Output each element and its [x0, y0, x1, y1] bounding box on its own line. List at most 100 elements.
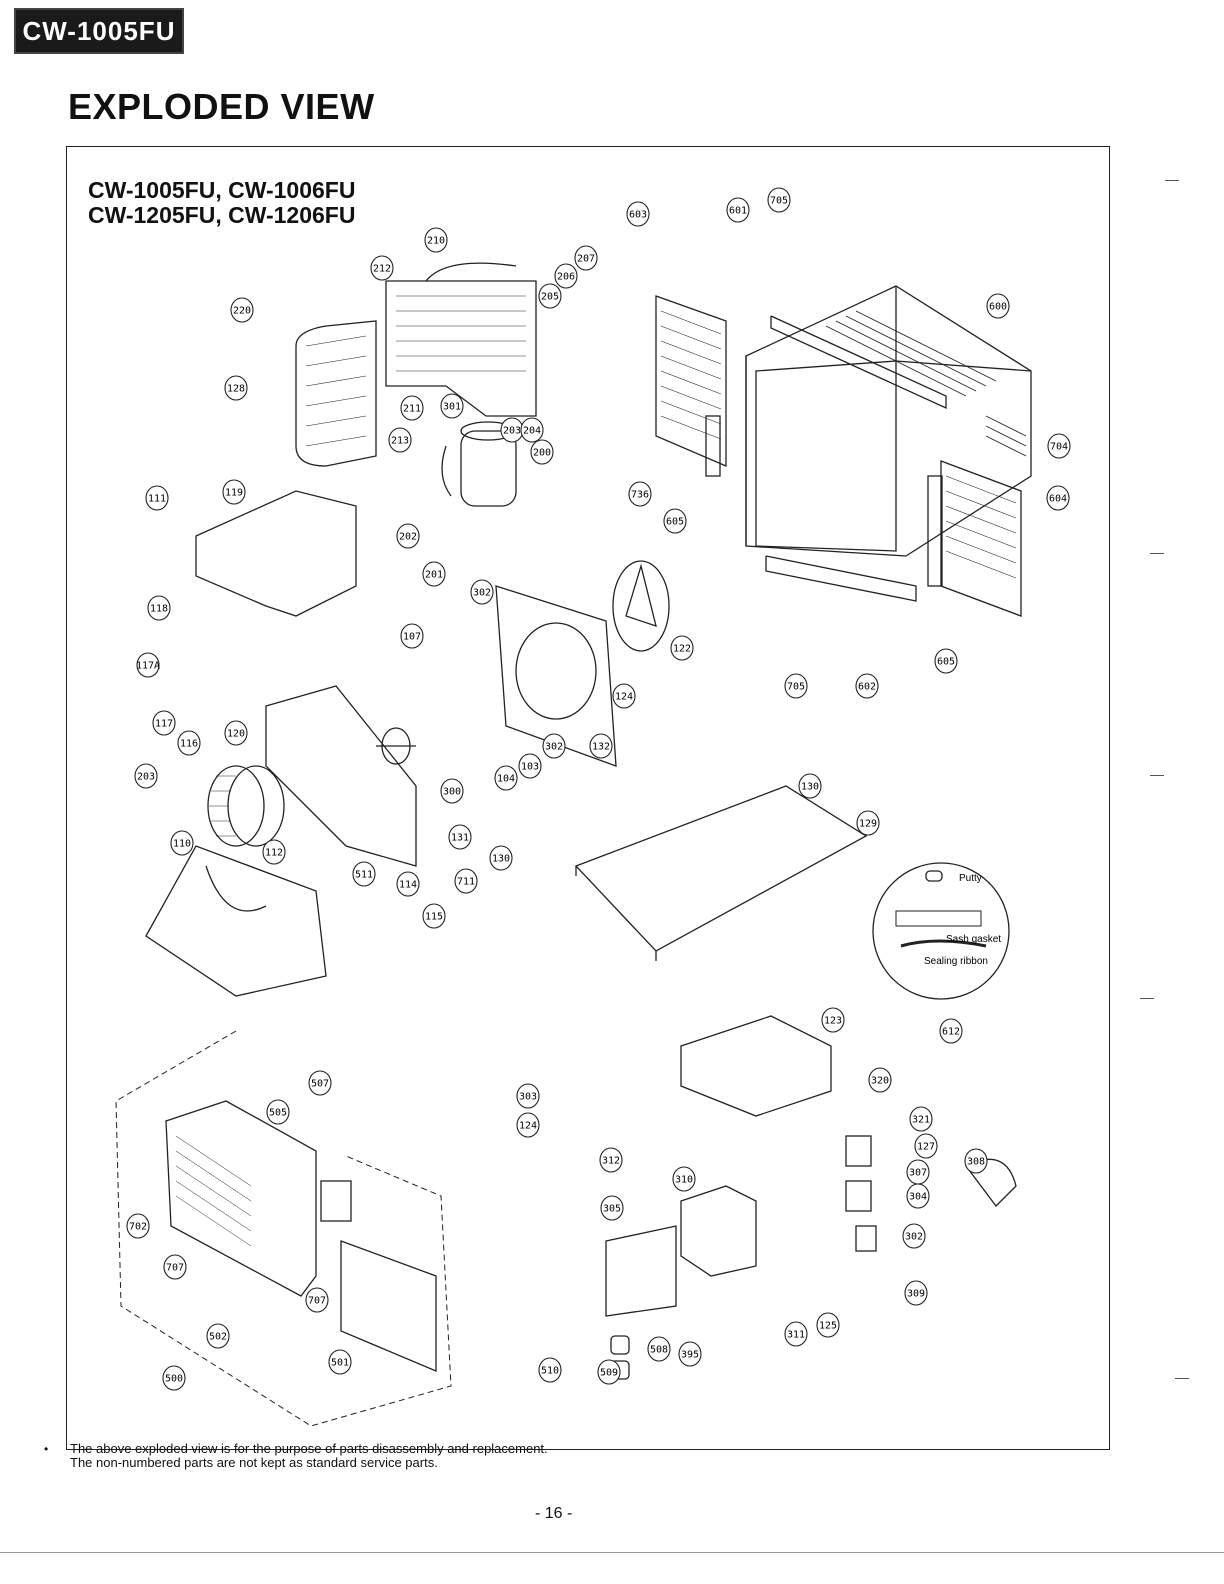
callout-number: 302	[905, 1232, 923, 1243]
callout-circle	[726, 197, 750, 223]
callout-number: 307	[909, 1168, 927, 1179]
part-callout-203: 203	[500, 417, 524, 443]
callout-circle	[599, 1147, 623, 1173]
model-list-line-2: CW-1205FU, CW-1206FU	[88, 202, 356, 228]
part-callout-120: 120	[224, 720, 248, 746]
part-callout-511: 511	[352, 861, 376, 887]
side-panel-left	[655, 295, 727, 477]
callout-number: 111	[148, 494, 166, 505]
base-pan	[574, 785, 868, 961]
callout-circle	[400, 623, 424, 649]
callout-circle	[767, 187, 791, 213]
callout-number: 203	[137, 772, 155, 783]
part-callout-123: 123	[821, 1007, 845, 1033]
callout-number: 736	[631, 490, 649, 501]
callout-circle	[904, 1280, 928, 1306]
callout-number: 707	[166, 1263, 184, 1274]
part-callout-115: 115	[422, 903, 446, 929]
callout-number: 210	[427, 236, 445, 247]
edge-mark	[1175, 1378, 1189, 1379]
callout-number: 129	[859, 819, 877, 830]
callout-number: 207	[577, 254, 595, 265]
note-line-2: The non-numbered parts are not kept as s…	[70, 1455, 438, 1470]
part-callout-510: 510	[538, 1357, 562, 1383]
part-callout-312: 312	[599, 1147, 623, 1173]
callout-circle	[262, 839, 286, 865]
shroud-part	[495, 585, 617, 767]
callout-number: 707	[308, 1296, 326, 1307]
callout-circle	[902, 1223, 926, 1249]
part-callout-203: 203	[134, 763, 158, 789]
blower-wheel	[207, 765, 285, 847]
diagram-frame	[66, 146, 1110, 1450]
callout-circle	[494, 765, 518, 791]
callout-number: 308	[967, 1157, 985, 1168]
edge-mark	[1140, 998, 1154, 999]
part-callout-129: 129	[856, 810, 880, 836]
callout-circle	[489, 845, 513, 871]
part-callout-509: 509	[597, 1359, 621, 1385]
callout-circle	[600, 1195, 624, 1221]
callout-number: 213	[391, 436, 409, 447]
callout-number: 131	[451, 833, 469, 844]
callout-number: 132	[592, 742, 610, 753]
part-callout-605: 605	[663, 508, 687, 534]
callout-number: 115	[425, 912, 443, 923]
callout-number: 500	[165, 1374, 183, 1385]
part-callout-395: 395	[678, 1341, 702, 1367]
part-callout-612: 612	[939, 1018, 963, 1044]
callout-number: 127	[917, 1142, 935, 1153]
callout-circle	[308, 1070, 332, 1096]
callout-number: 202	[399, 532, 417, 543]
part-callout-211: 211	[400, 395, 424, 421]
callout-number: 211	[403, 404, 421, 415]
kit-label-sash-gasket: Sash gasket	[946, 934, 1001, 945]
callout-circle	[542, 733, 566, 759]
callout-circle	[454, 868, 478, 894]
callout-circle	[663, 508, 687, 534]
callout-number: 117	[155, 719, 173, 730]
callout-number: 507	[311, 1079, 329, 1090]
callout-number: 602	[858, 682, 876, 693]
callout-number: 124	[615, 692, 633, 703]
callout-number: 704	[1050, 442, 1068, 453]
callout-number: 200	[533, 448, 551, 459]
callout-number: 117A	[136, 661, 160, 672]
part-callout-114: 114	[396, 871, 420, 897]
part-callout-111: 111	[145, 485, 169, 511]
part-callout-602: 602	[855, 673, 879, 699]
callout-number: 705	[787, 682, 805, 693]
part-callout-117: 117	[152, 710, 176, 736]
part-callout-128: 128	[224, 375, 248, 401]
callout-circle	[305, 1287, 329, 1313]
part-callout-705: 705	[767, 187, 791, 213]
callout-circle	[162, 1365, 186, 1391]
part-callout-309: 309	[904, 1280, 928, 1306]
callout-number: 206	[557, 272, 575, 283]
callout-number: 220	[233, 306, 251, 317]
drain-pan	[145, 845, 327, 997]
cabinet-part	[745, 285, 1032, 557]
callout-number: 603	[629, 210, 647, 221]
part-callout-707: 707	[163, 1254, 187, 1280]
part-callout-104: 104	[494, 765, 518, 791]
part-callout-308: 308	[964, 1148, 988, 1174]
control-box	[605, 1015, 1017, 1380]
callout-number: 110	[173, 839, 191, 850]
part-callout-300: 300	[440, 778, 464, 804]
part-callout-213: 213	[388, 427, 412, 453]
callout-circle	[816, 1312, 840, 1338]
callout-circle	[422, 903, 446, 929]
edge-mark	[1150, 553, 1164, 554]
callout-number: 103	[521, 762, 539, 773]
part-callout-303: 303	[516, 1083, 540, 1109]
callout-number: 120	[227, 729, 245, 740]
part-callout-705: 705	[784, 673, 808, 699]
callout-number: 212	[373, 264, 391, 275]
callout-circle	[134, 763, 158, 789]
callout-number: 321	[912, 1115, 930, 1126]
part-callout-119: 119	[222, 479, 246, 505]
callout-circle	[612, 683, 636, 709]
part-callout-206: 206	[554, 263, 578, 289]
part-callout-112: 112	[262, 839, 286, 865]
